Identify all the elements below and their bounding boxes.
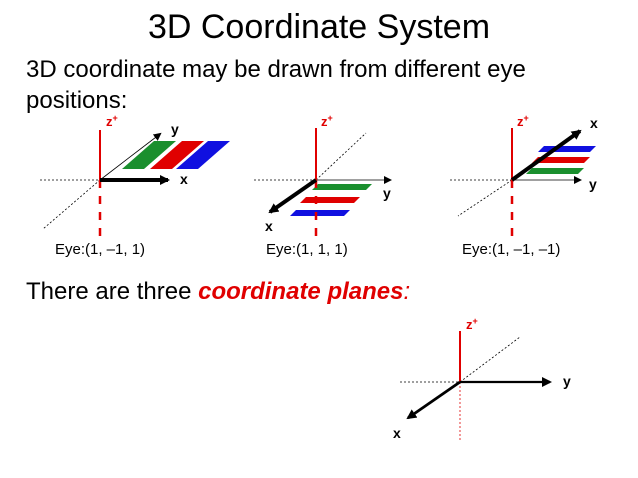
- fig3-x-axis: [510, 129, 582, 182]
- figure-1: z+ y x: [40, 113, 230, 238]
- eye-label-3: Eye:(1, –1, –1): [462, 241, 561, 258]
- intro-text: 3D coordinate may be drawn from differen…: [26, 56, 526, 114]
- fig2-blue-stripe: [290, 210, 350, 216]
- fig2-neg-x-dashed: [315, 132, 367, 181]
- fig1-x-label: x: [180, 171, 188, 187]
- fig3-neg-x-dashed: [457, 179, 513, 217]
- fig1-green-stripe: [122, 141, 176, 169]
- fig2-x-label: x: [265, 218, 273, 234]
- fig3-x-label: x: [590, 115, 598, 131]
- page-title: 3D Coordinate System: [147, 8, 491, 46]
- fig3-z-label: z+: [517, 113, 529, 129]
- eye-label-1: Eye:(1, –1, 1): [55, 241, 146, 258]
- fig1-blue-stripe: [176, 141, 230, 169]
- fig3-red-stripe: [532, 157, 590, 163]
- fig2-green-stripe: [312, 184, 372, 190]
- coordinate-planes-text: There are three coordinate planes:: [26, 278, 410, 306]
- fig4-x-axis: [406, 380, 461, 420]
- fig2-red-stripe: [300, 197, 360, 203]
- eye-label-2: Eye:(1, 1, 1): [266, 241, 348, 258]
- fig1-y-axis: [99, 132, 162, 181]
- fig1-z-label: z+: [106, 113, 118, 129]
- figure-2: z+ y x: [254, 113, 392, 240]
- fig4-z-label: z+: [466, 316, 478, 332]
- fig2-z-label: z+: [321, 113, 333, 129]
- planes-prefix: There are three: [26, 278, 199, 305]
- fig4-y-label: y: [563, 373, 571, 389]
- figure-4: z+ y x: [393, 316, 571, 441]
- figure-3: z+ x y: [450, 113, 598, 240]
- fig4-x-label: x: [393, 425, 401, 441]
- fig1-y-label: y: [171, 121, 179, 137]
- fig4-neg-x-dashed: [459, 336, 521, 383]
- fig3-blue-stripe: [538, 146, 596, 152]
- fig1-red-stripe: [150, 141, 204, 169]
- planes-suffix: :: [403, 278, 411, 305]
- fig2-x-axis: [268, 178, 318, 214]
- fig3-green-stripe: [526, 168, 584, 174]
- planes-highlight: coordinate planes: [198, 278, 404, 305]
- fig3-y-label: y: [589, 176, 597, 192]
- fig1-neg-y-dashed: [42, 179, 101, 230]
- fig2-y-label: y: [383, 185, 391, 201]
